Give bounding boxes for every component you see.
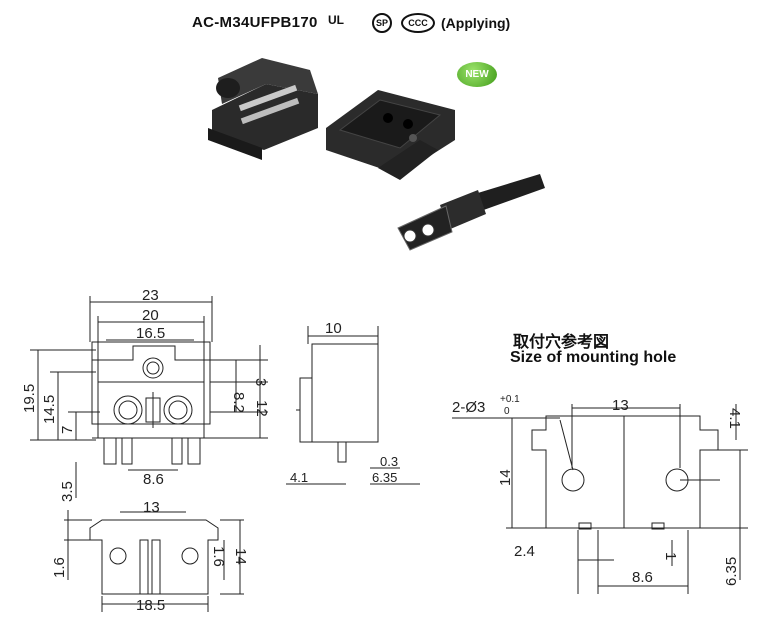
dim-7: 7 [59,426,76,434]
tolerance-upper: +0.1 [500,394,520,405]
product-photo-plug [397,174,545,251]
dim-14-5: 14.5 [41,395,58,424]
dim-8-6-front: 8.6 [143,471,164,488]
mount-dim-8-6: 8.6 [632,569,653,586]
mount-dim-1: 1 [662,552,679,560]
ul-mark-icon: UL [328,13,344,27]
dim-8-2: 8.2 [230,392,247,413]
dim-6-35-side: 6.35 [372,470,397,485]
mounting-diagram [452,404,748,594]
approval-status: (Applying) [441,15,511,31]
new-badge: NEW [457,62,497,87]
mounting-title-cn: 取付穴参考図 [513,332,610,351]
mount-dim-6-35: 6.35 [723,557,740,586]
dim-4-1-side: 4.1 [290,470,308,485]
mounting-title-en: Size of mounting hole [510,349,677,366]
csa-mark-icon: SP [372,13,392,33]
mount-dim-13: 13 [612,397,629,414]
mount-dim-2-4: 2.4 [514,543,535,560]
dim-1-6-left: 1.6 [51,557,68,578]
side-view [286,326,420,485]
dim-23: 23 [142,287,159,304]
bottom-view [64,510,244,612]
product-photo-back [208,58,318,160]
dim-18-5: 18.5 [136,597,165,614]
dim-3: 3 [252,378,269,386]
dim-0-3: 0.3 [380,454,398,469]
dim-13-bottom: 13 [143,499,160,516]
dim-19-5: 19.5 [21,384,38,413]
dim-20: 20 [142,307,159,324]
dim-3-5: 3.5 [59,481,76,502]
dim-1-6-right: 1.6 [210,546,227,567]
dim-16-5: 16.5 [136,325,165,342]
model-title: AC-M34UFPB170 [192,14,318,31]
dim-12: 12 [253,400,270,417]
tolerance-lower: 0 [504,406,510,417]
mount-dim-14: 14 [497,469,514,486]
front-view [30,296,268,498]
dim-10: 10 [325,320,342,337]
mount-dim-4-1: 4.1 [726,408,743,429]
ccc-mark-icon: CCC [401,13,435,33]
holes-label: 2-Ø3 [452,399,485,416]
dim-14-bottom: 14 [232,548,249,565]
product-photo-front [326,90,455,180]
